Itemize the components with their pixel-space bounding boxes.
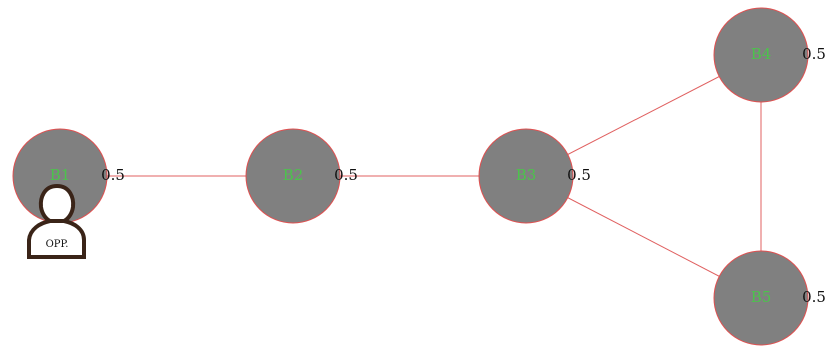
node-label: B4 [751,45,772,63]
node-circle [713,7,809,103]
node-label: B5 [751,288,772,306]
node-b1[interactable]: B1 0.5 [12,128,125,224]
person-icon [27,183,86,259]
opponent-label: OPP. [46,239,69,250]
node-circle [478,128,574,224]
node-value: 0.5 [334,166,358,184]
edges-layer [60,54,762,299]
node-label: B2 [283,166,304,184]
node-label: B3 [516,166,537,184]
node-b2[interactable]: B2 0.5 [245,128,358,224]
node-value: 0.5 [802,288,826,306]
node-b5[interactable]: B5 0.5 [713,250,826,346]
node-value: 0.5 [567,166,591,184]
opponent-marker[interactable]: OPP. [27,183,86,259]
node-circle [713,250,809,346]
node-b4[interactable]: B4 0.5 [713,7,826,103]
node-b3[interactable]: B3 0.5 [478,128,591,224]
node-value: 0.5 [101,166,125,184]
node-circle [245,128,341,224]
node-value: 0.5 [802,45,826,63]
node-label: B1 [50,166,71,184]
